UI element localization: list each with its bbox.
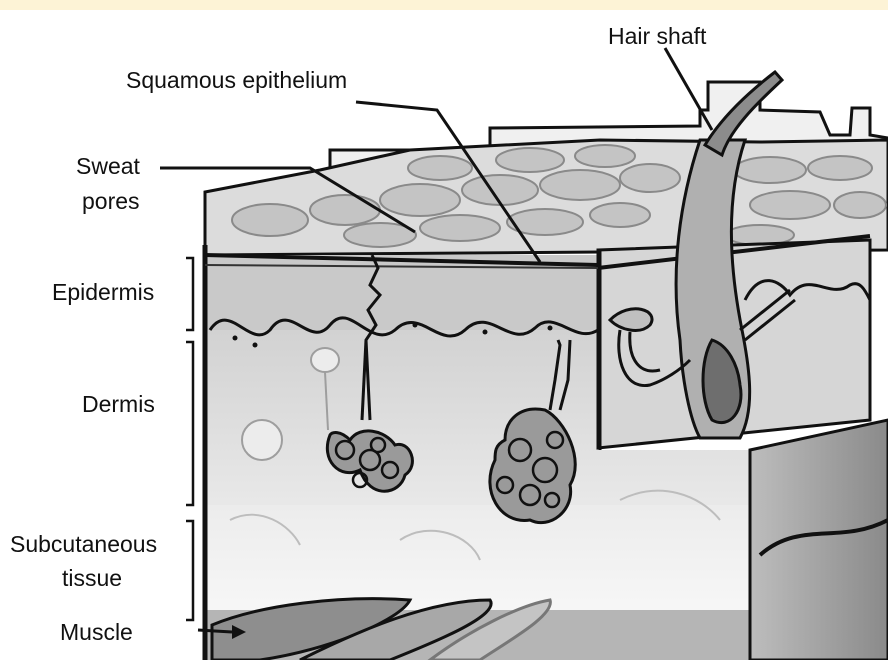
label-dermis: Dermis (82, 391, 155, 417)
label-subcutaneous-line1: Subcutaneous (10, 531, 157, 557)
layer-brackets (186, 258, 193, 620)
label-subcutaneous-line2: tissue (62, 565, 122, 591)
label-epidermis: Epidermis (52, 279, 154, 305)
label-hair-shaft: Hair shaft (608, 23, 707, 49)
label-muscle: Muscle (60, 619, 133, 645)
label-sweat-pores-line1: Sweat (76, 153, 141, 179)
label-sweat-pores-line2: pores (82, 188, 140, 214)
label-squamous-epithelium: Squamous epithelium (126, 67, 347, 93)
top-banner-strip (0, 0, 888, 10)
skin-surface (205, 140, 888, 255)
